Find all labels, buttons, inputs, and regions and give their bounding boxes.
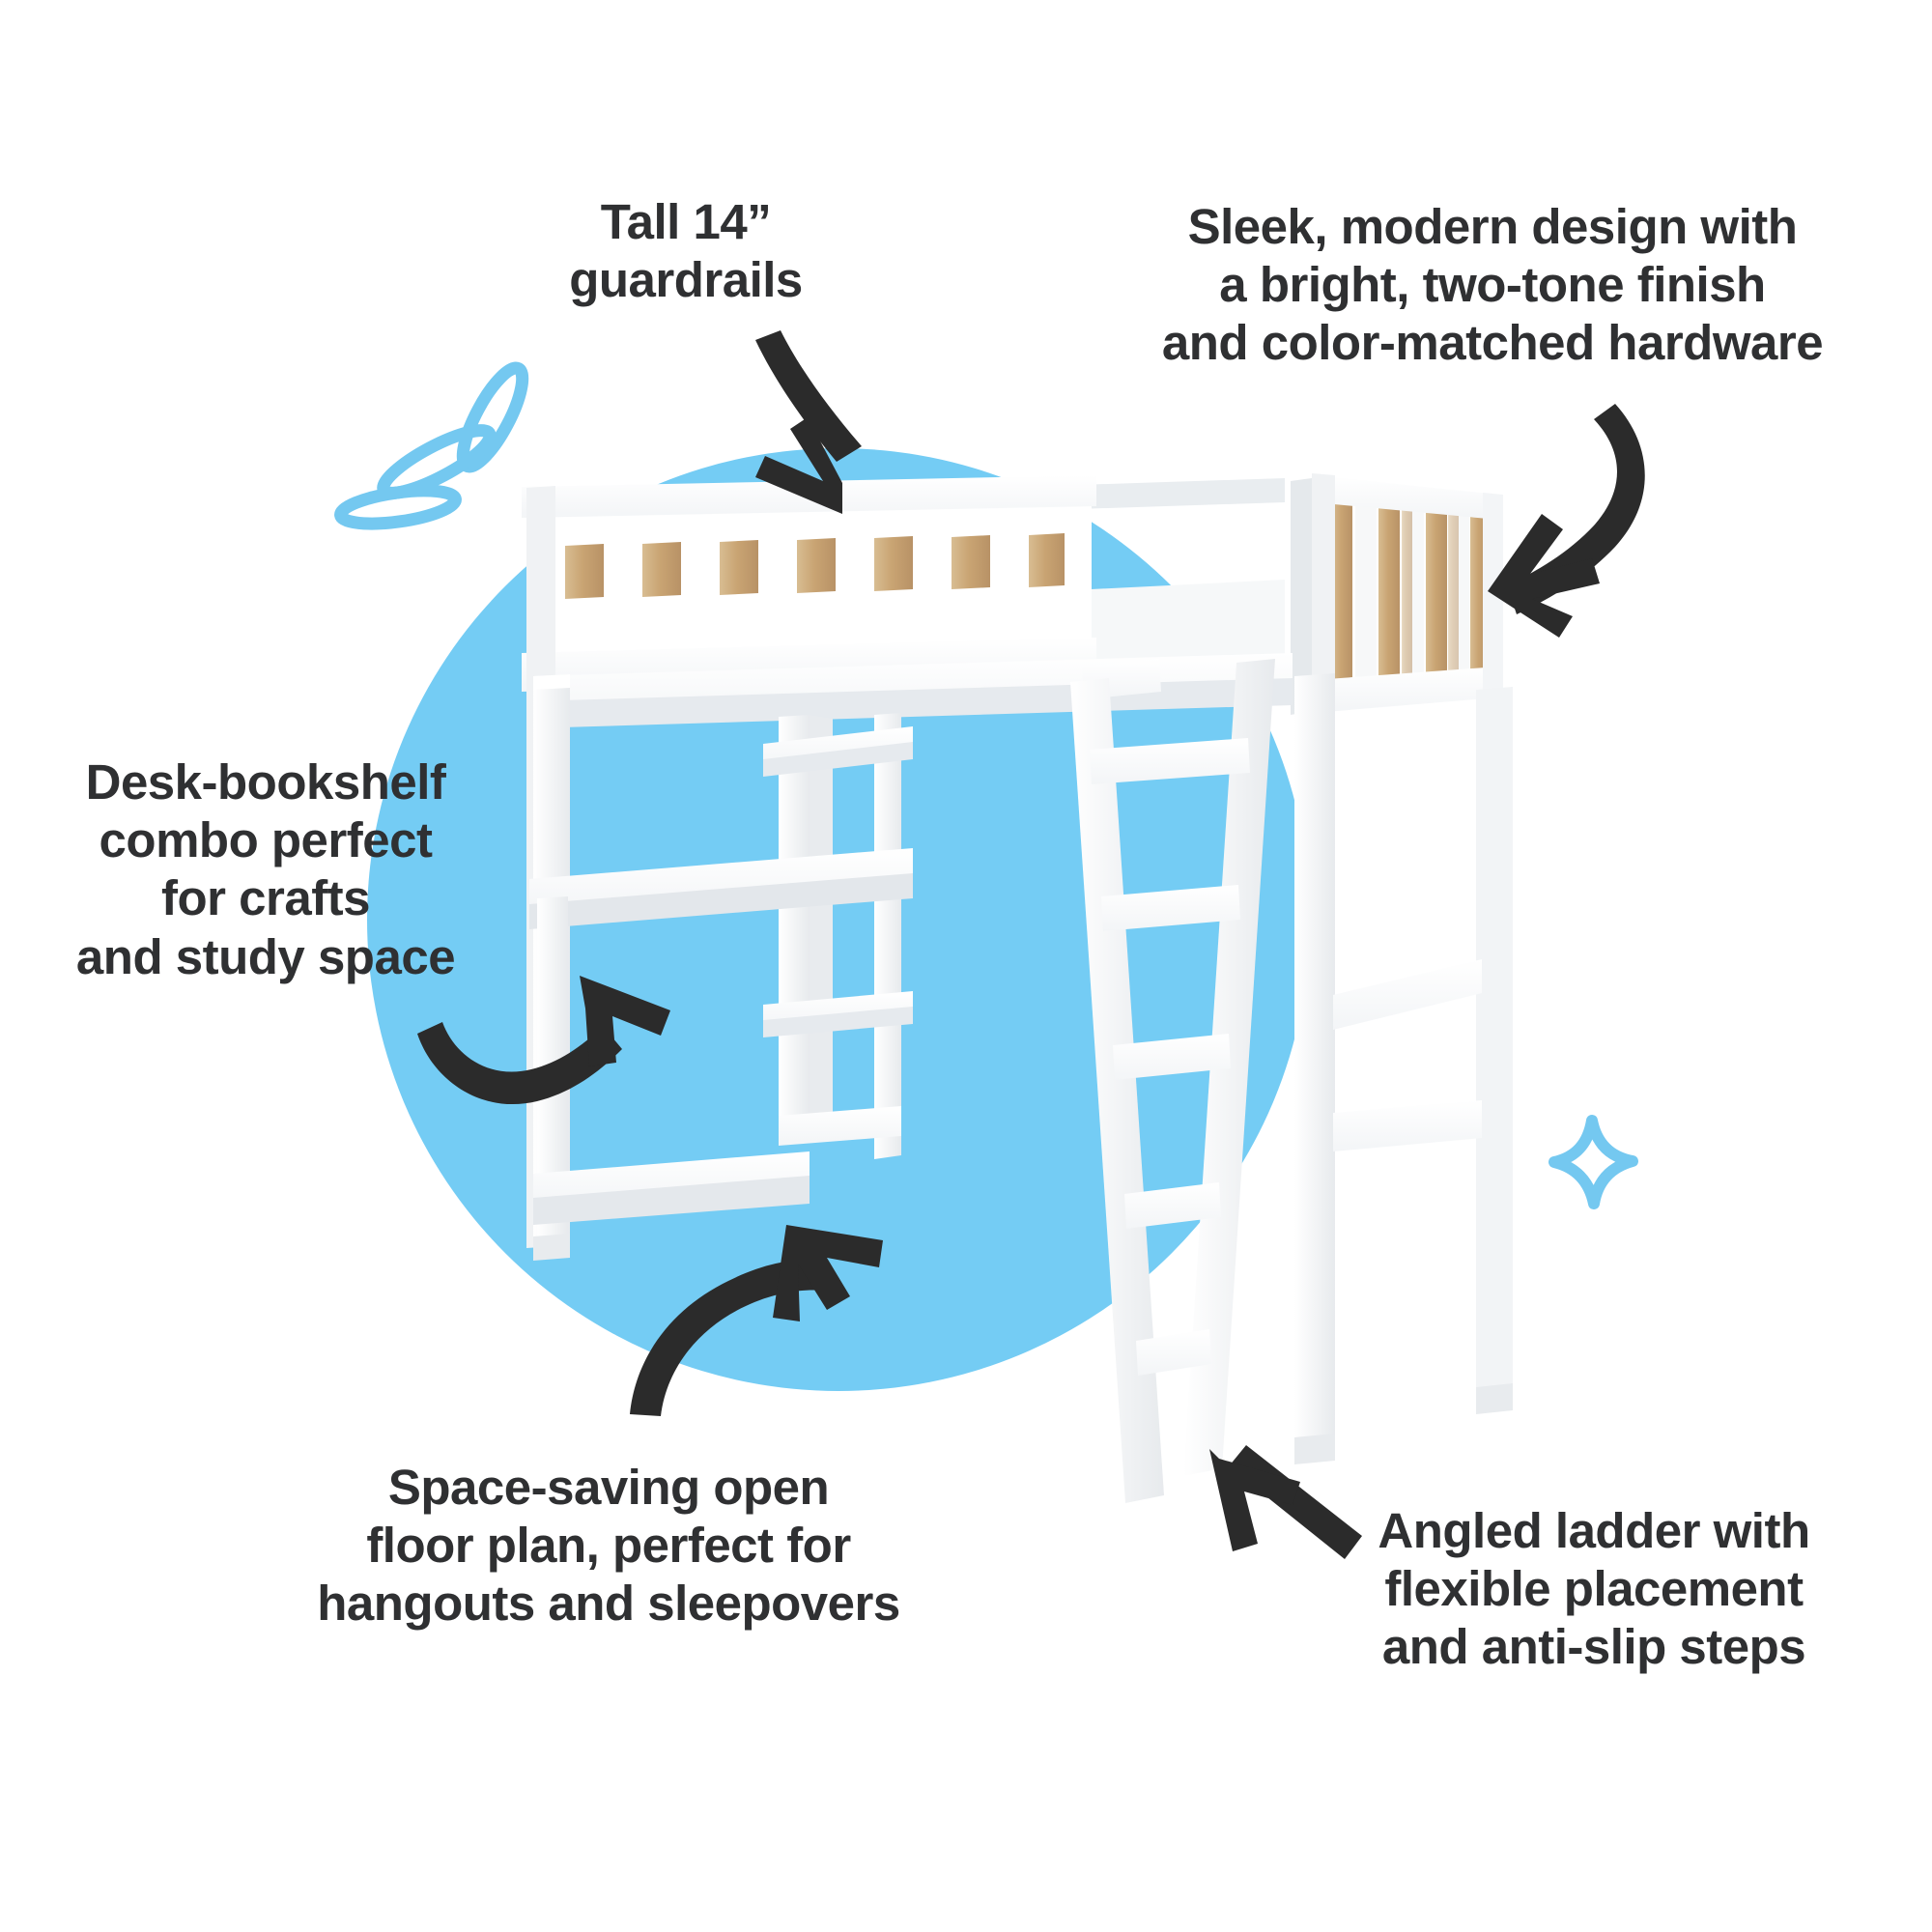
- callout-design: Sleek, modern design with a bright, two-…: [1161, 199, 1824, 371]
- bookshelf-divider: [779, 715, 810, 1144]
- bookshelf-upright-right: [874, 713, 901, 1159]
- post-right-front: [1294, 673, 1335, 1459]
- rail-right-lower: [1333, 1100, 1482, 1151]
- ladder-stringer-left: [1070, 678, 1164, 1503]
- desk-bookshelf-combo: [529, 713, 913, 1248]
- callout-guardrails: Tall 14” guardrails: [569, 194, 803, 308]
- bookshelf-bottom-rail: [779, 1106, 901, 1146]
- bed-feet: [533, 1234, 1513, 1464]
- arrow-to-desk-icon: [417, 976, 670, 1105]
- ladder: [1070, 659, 1275, 1503]
- brace-right-diagonal: [1333, 959, 1482, 1030]
- bed-group: [522, 473, 1513, 1503]
- callout-floor-plan: Space-saving open floor plan, perfect fo…: [317, 1460, 900, 1632]
- end-panel-wood-slats: [1331, 486, 1488, 705]
- arrow-to-floorplan-icon: [630, 1225, 883, 1416]
- arrow-to-design-icon: [1488, 404, 1645, 638]
- arrow-to-guardrails-icon: [755, 330, 862, 514]
- end-panel-right: [1291, 473, 1503, 715]
- desk-bottom-stretcher: [533, 1151, 810, 1206]
- post-right-back: [1476, 687, 1513, 1408]
- callout-desk-bookshelf: Desk-bookshelf combo perfect for crafts …: [75, 754, 456, 984]
- arrow-to-ladder-icon: [1209, 1445, 1362, 1559]
- ladder-rungs: [1090, 738, 1250, 1376]
- shelf-lower: [763, 991, 913, 1037]
- front-guardrail: [522, 475, 1096, 692]
- sparkle-strokes-icon: [334, 361, 529, 530]
- desk-surface: [529, 848, 913, 929]
- callout-ladder: Angled ladder with flexible placement an…: [1378, 1503, 1810, 1675]
- shelf-top: [763, 726, 913, 777]
- front-guardrail-wood-slats: [565, 533, 1065, 599]
- sparkle-star-icon: [1548, 1115, 1638, 1209]
